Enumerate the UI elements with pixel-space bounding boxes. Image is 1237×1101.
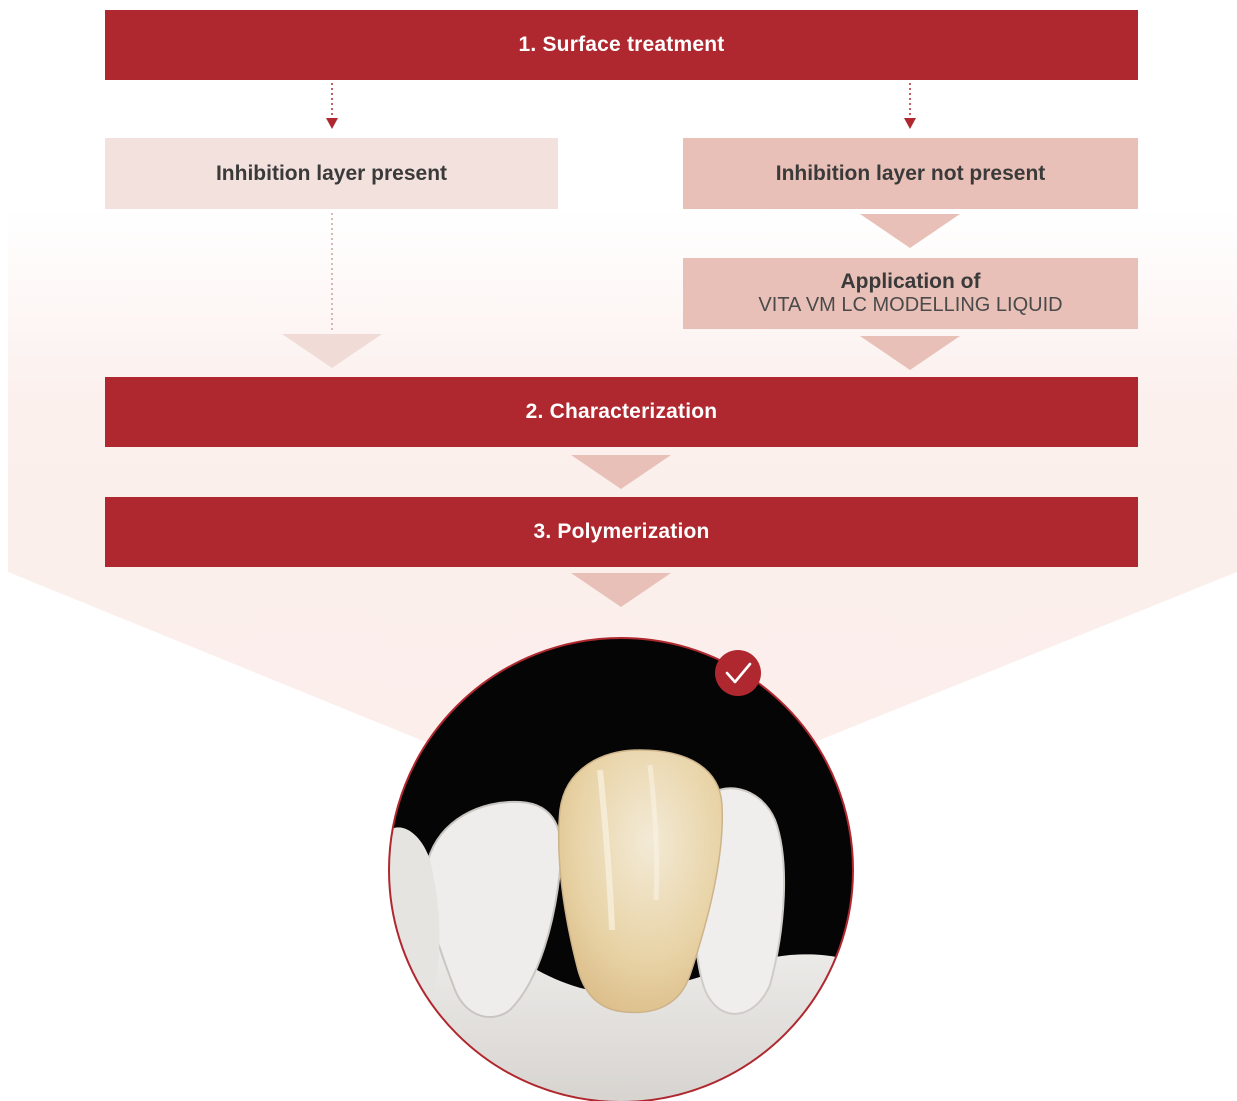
step-polymerization: 3. Polymerization	[105, 497, 1138, 567]
step-polymerization-label: 3. Polymerization	[533, 520, 709, 544]
step-surface-treatment: 1. Surface treatment	[105, 10, 1138, 80]
application-product: VITA VM LC MODELLING LIQUID	[758, 294, 1062, 317]
branch-inhibition-present: Inhibition layer present	[105, 138, 558, 209]
branch-inhibition-present-label: Inhibition layer present	[216, 162, 447, 186]
branch-inhibition-not-present-label: Inhibition layer not present	[776, 162, 1046, 186]
branch-inhibition-not-present: Inhibition layer not present	[683, 138, 1138, 209]
arrowhead-right	[904, 118, 916, 129]
step-characterization: 2. Characterization	[105, 377, 1138, 447]
application-title: Application of	[841, 270, 981, 294]
check-icon	[715, 650, 761, 696]
application-box: Application of VITA VM LC MODELLING LIQU…	[683, 258, 1138, 329]
step-surface-treatment-label: 1. Surface treatment	[519, 33, 725, 57]
step-characterization-label: 2. Characterization	[526, 400, 718, 424]
arrowhead-left	[326, 118, 338, 129]
